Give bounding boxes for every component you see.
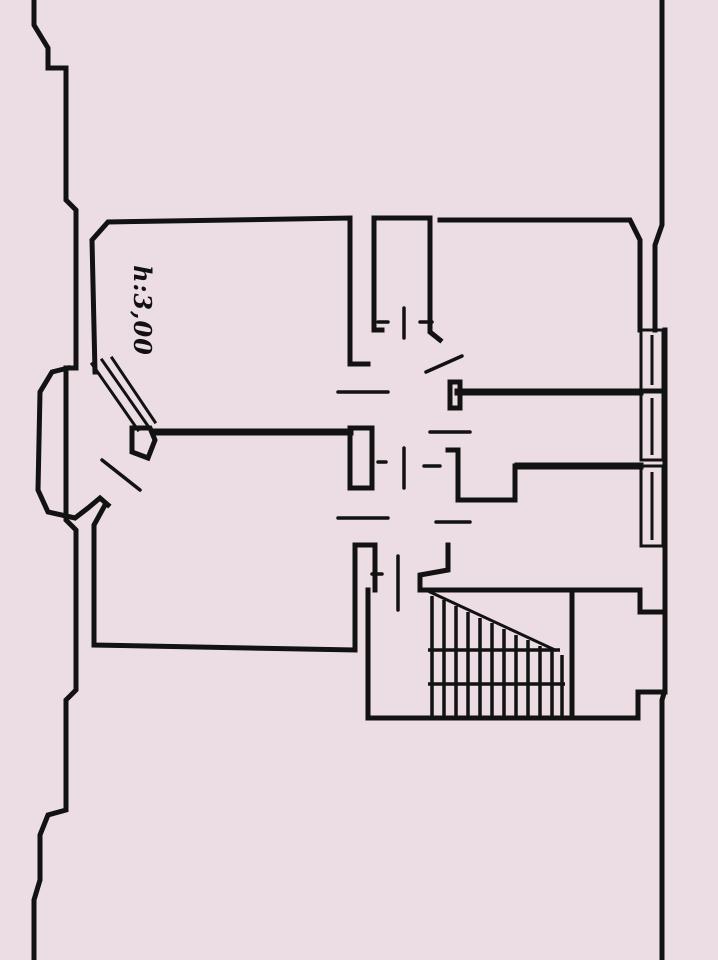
service-room: [371, 215, 444, 344]
bay-window-post: [129, 425, 158, 462]
right-windows: [639, 328, 665, 548]
bay-window-frame: [89, 355, 158, 433]
corridor-jamb-right-top: [447, 379, 463, 411]
corridor-jamb-right-mid: [445, 447, 518, 503]
room-bottom-left: [91, 501, 373, 653]
ceiling-height-label: h:3,00: [112, 240, 172, 380]
bay-window: [35, 364, 112, 521]
stair-treads: [428, 596, 565, 716]
room-top-right: [437, 217, 643, 333]
room-top-left: [89, 215, 371, 375]
outer-wall-left: [31, 0, 79, 960]
corridor-jamb-left-mid: [347, 425, 375, 491]
door-marks: [100, 306, 472, 612]
stair-enclosure: [365, 587, 668, 721]
ceiling-height-text: h:3,00: [127, 264, 157, 356]
stair-landing: [428, 590, 557, 652]
corridor-jamb-left-low: [355, 542, 378, 593]
room-right-lower: [417, 542, 668, 615]
outer-wall-right: [652, 0, 668, 960]
